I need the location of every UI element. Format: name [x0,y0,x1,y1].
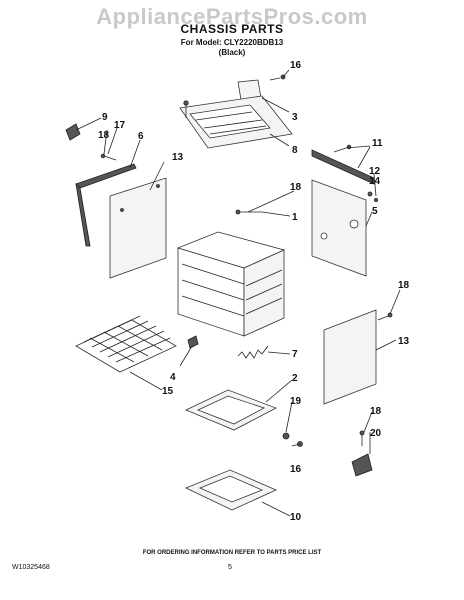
callout-18: 18 [370,406,382,417]
part-2-bottom-panel[interactable] [185,389,277,431]
part-14-screw[interactable] [367,191,378,202]
part-13-right-side-panel[interactable] [323,309,377,405]
part-12-bar[interactable] [311,149,375,185]
part-7-element[interactable] [237,345,269,359]
ordering-note: FOR ORDERING INFORMATION REFER TO PARTS … [142,550,322,556]
callout-17: 17 [114,120,126,131]
watermark-text: AppliancePartsPros.com [96,4,368,29]
callout-19: 19 [290,396,302,407]
callout-12: 12 [369,166,381,177]
part-16-screw-top[interactable] [269,74,286,81]
callout-18: 18 [98,130,110,141]
part-11-screw[interactable] [333,144,352,153]
part-18-screw-right[interactable] [377,312,393,321]
part-10-bottom-frame[interactable] [185,469,277,511]
variant-label: (Black) [218,48,246,57]
callout-13: 13 [398,336,410,347]
callout-3: 3 [292,112,298,123]
leader-lines [75,69,401,517]
callout-13: 13 [172,152,184,163]
model-label: For Model: CLY2220BDB13 [180,38,284,47]
part-19-screw[interactable] [282,432,290,440]
part-5-right-side-panel[interactable] [311,179,367,277]
callout-8: 8 [292,145,298,156]
callout-11: 11 [372,138,383,149]
callout-16: 16 [290,60,302,71]
part-18-screw-top-left[interactable] [183,100,189,118]
callout-18: 18 [290,182,302,193]
part-17-screw[interactable] [100,153,117,161]
callout-5: 5 [372,206,378,217]
callout-1: 1 [292,212,298,223]
page-number: 5 [228,564,232,571]
part-9-bracket[interactable] [65,123,81,141]
callout-16: 16 [290,464,302,475]
part-18-screw-bottom-right[interactable] [359,430,365,446]
part-4-clip[interactable] [187,335,199,349]
part-20-bracket[interactable] [351,453,373,477]
callout-18: 18 [398,280,410,291]
part-13-left-side-panel[interactable] [109,177,167,279]
callout-7: 7 [292,349,298,360]
oven-cavity [176,231,286,337]
callout-20: 20 [370,428,382,439]
callout-9: 9 [102,112,108,123]
callout-10: 10 [290,512,302,523]
callout-14: 14 [369,176,381,187]
part-18-screw-mid[interactable] [235,209,262,215]
part-6-strip[interactable] [75,163,137,247]
part-15-oven-rack[interactable] [75,315,177,373]
callout-6: 6 [138,131,144,142]
callout-15: 15 [162,386,174,397]
document-number: W10325468 [12,564,50,571]
callout-4: 4 [170,372,176,383]
page-title: CHASSIS PARTS [180,22,284,36]
callout-2: 2 [292,373,298,384]
part-8-top-panel[interactable] [179,95,293,149]
